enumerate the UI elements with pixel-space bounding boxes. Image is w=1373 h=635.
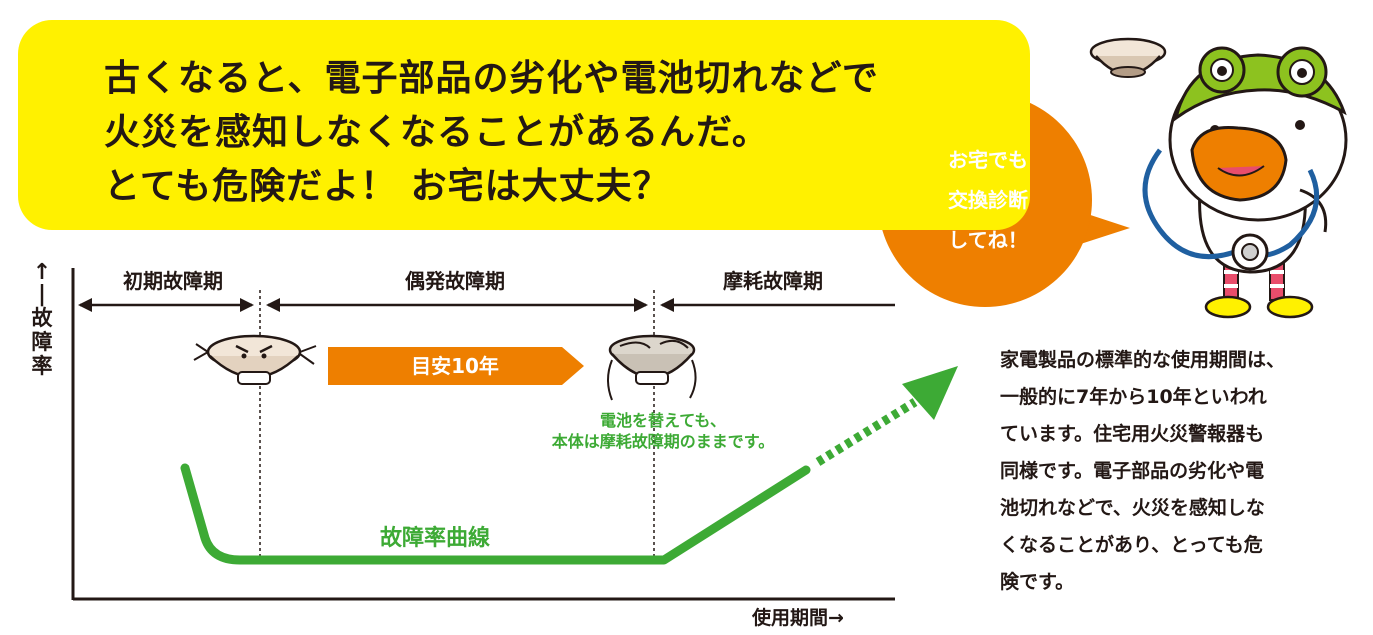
description-line: ています。住宅用火災警報器も bbox=[1000, 423, 1265, 445]
curve-label: 故障率曲線 bbox=[380, 526, 491, 551]
x-axis-label: 使用期間→ bbox=[752, 607, 844, 629]
description-line: 同様です。電子部品の劣化や電 bbox=[1000, 460, 1265, 482]
guide-arrow-label: 目安10年 bbox=[411, 354, 499, 378]
bubble-line-1: お宅でも bbox=[948, 148, 1028, 172]
battery-note-line-2: 本体は摩耗故障期のままです。 bbox=[551, 432, 775, 451]
description-line: 池切れなどで、火災を感知しな bbox=[1000, 497, 1265, 519]
y-axis-label: ↑ | 故障率 bbox=[24, 260, 60, 379]
y-axis-label-text: 故障率 bbox=[24, 306, 60, 378]
period-arrows bbox=[78, 298, 895, 312]
y-axis-label-char: 故 bbox=[31, 306, 53, 330]
description-line: 一般的に7年から10年といわれ bbox=[1000, 386, 1267, 408]
banner-line-3: とても危険だよ！ お宅は大丈夫？ bbox=[104, 166, 670, 207]
description-text: 家電製品の標準的な使用期間は、 一般的に7年から10年といわれ ています。住宅用… bbox=[1000, 342, 1360, 601]
period-label-wearout: 摩耗故障期 bbox=[723, 269, 823, 293]
bubble-line-3: してね！ bbox=[948, 228, 1028, 252]
y-axis-label-char: 率 bbox=[31, 354, 53, 378]
battery-note: 電池を替えても、 本体は摩耗故障期のままです。 bbox=[508, 410, 818, 452]
description-line: くなることがあり、とっても危 bbox=[1000, 534, 1263, 556]
y-axis-arrow-stem: | bbox=[37, 282, 47, 307]
y-axis-label-char: 障 bbox=[31, 330, 53, 354]
description-line: 険です。 bbox=[1000, 571, 1075, 593]
banner-line-1: 古くなると、電子部品の劣化や電池切れなどで bbox=[104, 58, 879, 99]
speech-bubble-text: お宅でも 交換診断 してね！ bbox=[908, 140, 1068, 260]
chart-axes bbox=[71, 268, 895, 601]
period-dividers bbox=[259, 290, 655, 565]
y-axis-arrow-icon: ↑ bbox=[32, 260, 52, 285]
smoke-alarm-icon bbox=[1089, 37, 1167, 78]
banner-message: 古くなると、電子部品の劣化や電池切れなどで 火災を感知しなくなることがあるんだ。… bbox=[104, 52, 984, 214]
period-label-random: 偶発故障期 bbox=[405, 269, 505, 293]
yellow-banner bbox=[18, 20, 1030, 230]
frog-hat-mascot bbox=[1168, 46, 1348, 319]
banner-line-2: 火災を感知しなくなることがあるんだ。 bbox=[104, 112, 769, 153]
battery-note-line-1: 電池を替えても、 bbox=[600, 411, 726, 430]
guide-arrow bbox=[328, 347, 584, 385]
bubble-line-2: 交換診断 bbox=[948, 188, 1028, 212]
tired-old-detector bbox=[607, 334, 697, 401]
description-line: 家電製品の標準的な使用期間は、 bbox=[1000, 349, 1286, 371]
period-label-initial: 初期故障期 bbox=[123, 269, 223, 293]
failure-rate-curve bbox=[180, 366, 958, 565]
stethoscope-icon bbox=[1142, 148, 1320, 271]
angry-new-detector bbox=[193, 334, 317, 385]
